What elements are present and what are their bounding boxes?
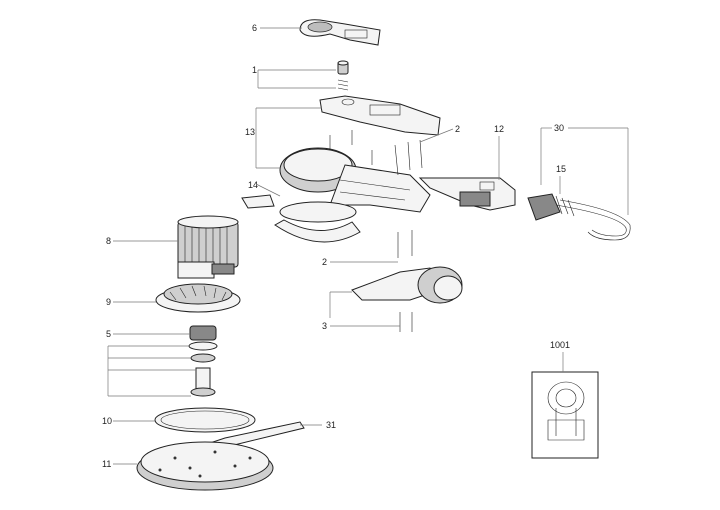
callout-15: 15 <box>556 164 566 194</box>
part-13-motor-housing <box>274 147 431 243</box>
callout-5: 5 <box>106 329 196 397</box>
callout-2-upper: 2 <box>419 124 460 143</box>
part-30-cable <box>555 199 631 241</box>
part-2-screws-upper <box>329 130 423 176</box>
part-10-seal-ring <box>154 407 256 433</box>
callout-15-label: 15 <box>556 164 566 174</box>
callout-10: 10 <box>102 416 155 426</box>
callout-30: 30 <box>540 123 629 215</box>
callout-9-label: 9 <box>106 297 111 307</box>
callout-30-label: 30 <box>554 123 564 133</box>
part-15-connector <box>527 193 575 221</box>
callout-3-label: 3 <box>322 321 327 331</box>
callout-14-label: 14 <box>248 180 258 190</box>
callout-2-lower: 2 <box>322 257 398 267</box>
callout-12: 12 <box>494 124 504 180</box>
callout-14: 14 <box>248 180 281 197</box>
callout-1001: 1001 <box>550 340 570 372</box>
callout-6: 6 <box>252 23 302 33</box>
callout-10-label: 10 <box>102 416 112 426</box>
part-1-knob <box>337 60 349 91</box>
callout-13: 13 <box>245 107 322 169</box>
part-14-clip <box>241 194 275 209</box>
part-5-bearing-set <box>188 325 218 397</box>
callout-12-label: 12 <box>494 124 504 134</box>
part-1001-detail-inset <box>531 371 599 459</box>
callout-6-label: 6 <box>252 23 257 33</box>
callout-2-upper-label: 2 <box>455 124 460 134</box>
callout-11: 11 <box>102 459 137 469</box>
callout-31: 31 <box>300 420 336 430</box>
callout-13-label: 13 <box>245 127 255 137</box>
part-8-motor <box>177 215 239 279</box>
callout-2-lower-label: 2 <box>322 257 327 267</box>
callout-31-label: 31 <box>326 420 336 430</box>
part-3-extraction-adapter <box>351 266 463 332</box>
callout-1001-label: 1001 <box>550 340 570 350</box>
part-13-housing-top <box>319 95 441 136</box>
callout-11-label: 11 <box>102 459 111 469</box>
callout-8-label: 8 <box>106 236 111 246</box>
callout-1: 1 <box>252 65 336 89</box>
part-2-screws-lower <box>397 230 413 258</box>
part-11-backing-pad <box>136 441 274 491</box>
part-6-cover-plate <box>299 19 381 46</box>
callout-1-label: 1 <box>252 65 257 75</box>
callout-5-label: 5 <box>106 329 111 339</box>
callout-3: 3 <box>322 291 400 331</box>
callout-9: 9 <box>106 297 156 307</box>
part-9-fan <box>155 283 241 313</box>
part-12-circuit-board <box>418 177 516 211</box>
callout-8: 8 <box>106 236 178 246</box>
